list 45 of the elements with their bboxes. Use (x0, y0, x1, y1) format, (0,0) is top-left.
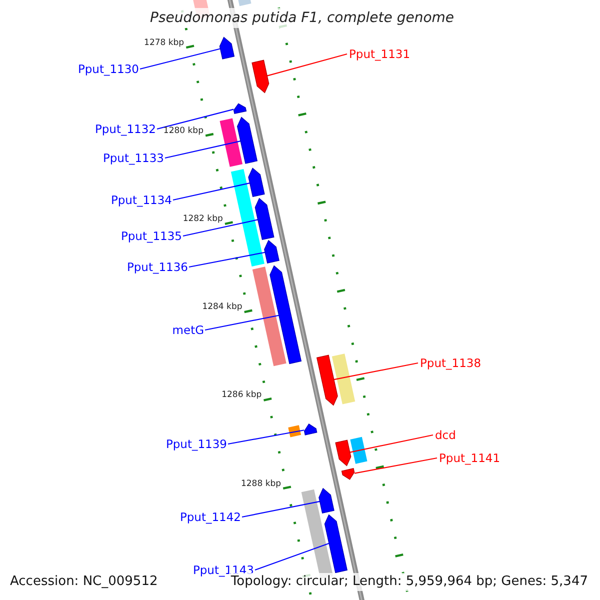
gene-label: Pput_1133 (102, 150, 164, 166)
leader-line (334, 362, 418, 380)
leader-line (204, 314, 279, 331)
leader-line (182, 219, 258, 237)
leader-line (188, 252, 266, 268)
gene-label: dcd (435, 427, 456, 443)
scale-label: 1288 kbp (240, 478, 282, 490)
gene-label: Pput_1142 (180, 509, 241, 525)
gene-label: Pput_1134 (110, 192, 172, 208)
gene-bar (233, 103, 247, 114)
gene-bar (270, 265, 302, 364)
scale-label: 1280 kbp (163, 126, 204, 137)
gene-bar (318, 488, 334, 514)
gene-bar (248, 168, 265, 198)
gene-label: Pput_1135 (120, 228, 182, 244)
gene-label: Pput_1141 (439, 450, 500, 466)
leader-line (172, 182, 250, 201)
genome-info-text: Topology: circular; Length: 5,959,964 bp; Genes: 5,347 (228, 573, 590, 591)
gene-bar (341, 468, 355, 480)
gene-label: Pput_1131 (349, 46, 410, 62)
scale-label: 1286 kbp (222, 390, 262, 402)
gene-bar (237, 116, 258, 164)
scale-label: 1282 kbp (182, 214, 223, 226)
accession-text: Accession: NC_009512 (10, 573, 158, 591)
gene-bar (252, 60, 270, 94)
gene-label: Pput_1136 (126, 259, 188, 275)
gene-bar (304, 424, 318, 436)
leader-line (254, 542, 330, 571)
scale-label: 1278 kbp (144, 38, 184, 49)
gene-label: metG (172, 322, 204, 338)
leader-line (140, 48, 220, 70)
scale-label: 1284 kbp (202, 302, 242, 314)
leader-line (267, 53, 348, 76)
gene-bar (316, 354, 338, 406)
gene-label: Pput_1130 (78, 61, 139, 77)
leader-line (156, 108, 234, 130)
leader-line (164, 140, 241, 159)
gene-bar (219, 36, 235, 60)
leader-line (354, 457, 438, 474)
gene-label: Pput_1139 (166, 436, 227, 452)
leader-line (350, 434, 434, 453)
gene-bar (324, 514, 348, 574)
leader-line (228, 430, 304, 445)
gene-label: Pput_1132 (94, 121, 156, 137)
gene-label: Pput_1138 (420, 355, 482, 371)
